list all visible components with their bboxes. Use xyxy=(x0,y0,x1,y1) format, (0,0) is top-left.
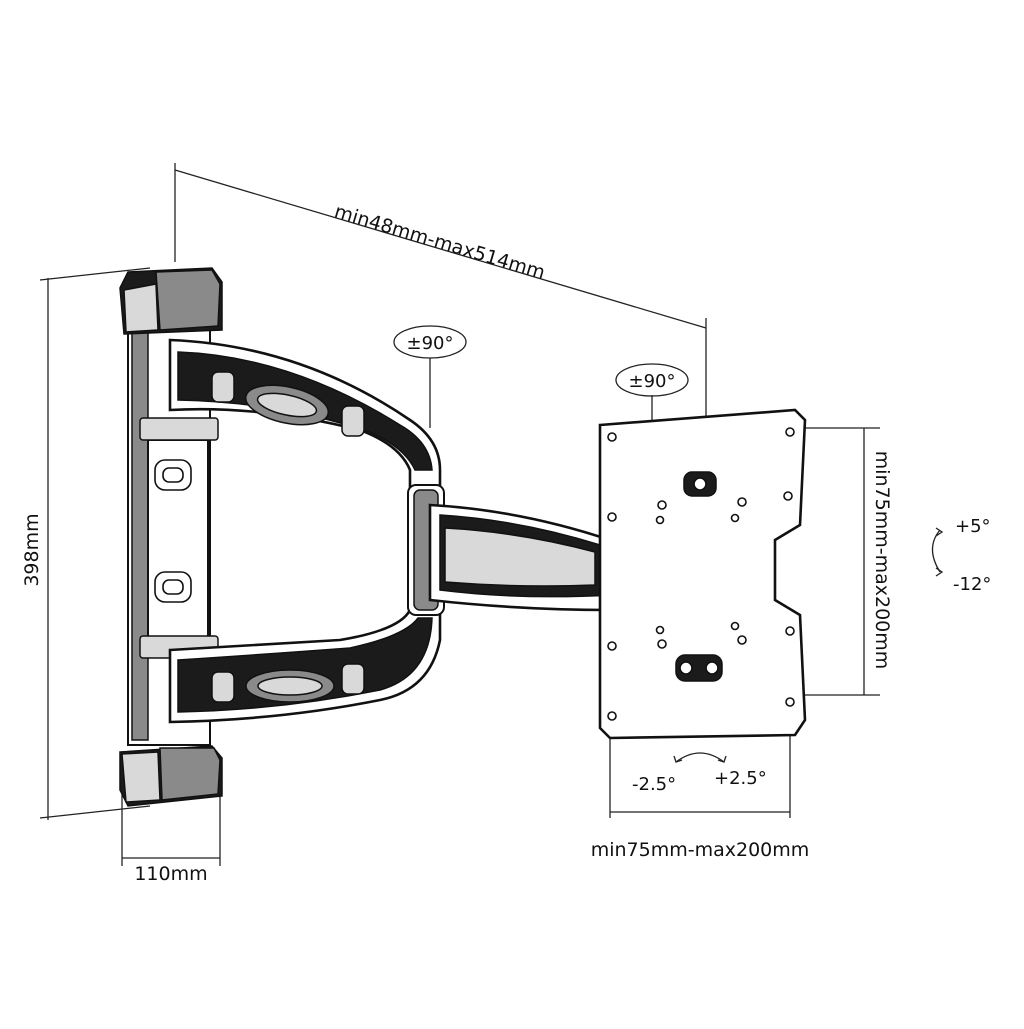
level-right-label: +2.5° xyxy=(714,768,767,789)
center-joint xyxy=(407,484,628,616)
level-left-label: -2.5° xyxy=(632,774,676,795)
rotation-indicators xyxy=(393,325,944,763)
wall-plate-height-label: 398mm xyxy=(21,513,43,586)
plate-rotation-label: ±90° xyxy=(629,371,676,392)
wall-plate-depth-label: 110mm xyxy=(134,863,207,885)
vesa-horizontal-label: min75mm-max200mm xyxy=(591,839,810,861)
tilt-arrow-icon xyxy=(931,529,941,573)
tilt-up-label: +5° xyxy=(955,516,991,537)
vesa-vertical-label: min75mm-max200mm xyxy=(871,451,893,670)
upper-arm xyxy=(168,338,442,497)
arm-swivel-label: ±90° xyxy=(407,333,454,354)
arm-swivel-ellipse xyxy=(393,325,467,359)
lower-arm xyxy=(168,608,442,724)
arm-extension-label: min48mm-max514mm xyxy=(332,200,548,284)
level-arrow-icon xyxy=(675,752,725,763)
plate-rotation-ellipse xyxy=(615,363,689,397)
tilt-down-label: -12° xyxy=(953,574,991,595)
vesa-plate xyxy=(598,408,807,740)
